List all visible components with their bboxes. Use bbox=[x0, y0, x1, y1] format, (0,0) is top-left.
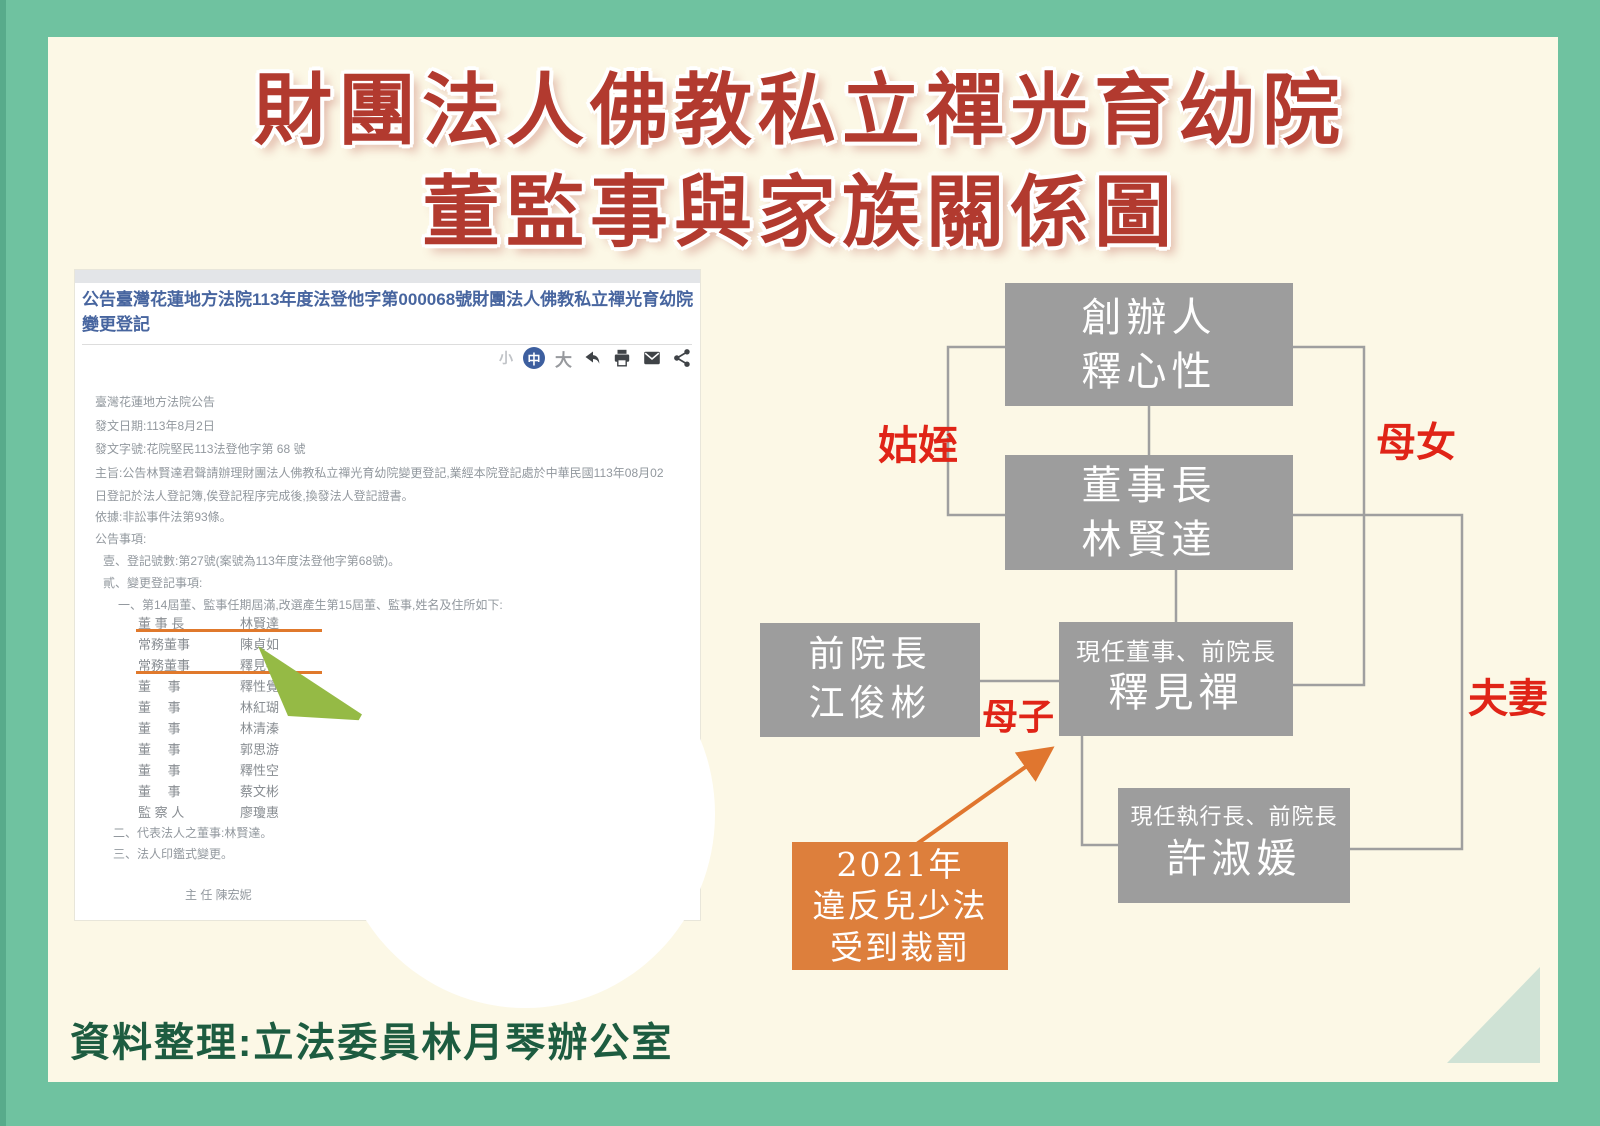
doc-seal-line: 三、法人印鑑式變更。 bbox=[113, 847, 234, 861]
doc-item2: 貳、變更登記事項: bbox=[103, 576, 203, 590]
font-size-large-button[interactable]: 大 bbox=[555, 350, 572, 370]
doc-number-line: 發文字號:花院堅民113法登他字第 68 號 bbox=[95, 442, 306, 456]
page-title-line2: 董監事與家族關係圖 bbox=[421, 168, 1178, 256]
board-row: 董 事 釋性空 bbox=[138, 760, 279, 778]
share-icon[interactable] bbox=[672, 348, 692, 368]
node-founder[interactable]: 創辦人 釋心性 bbox=[1005, 283, 1293, 406]
board-row: 董 事 林紅瑚 bbox=[138, 697, 279, 715]
board-row: 常務董事釋見禪 bbox=[138, 655, 279, 673]
board-role: 董 事 bbox=[138, 742, 181, 757]
doc-toolbar: 小 中 大 bbox=[492, 344, 692, 372]
node-founder-title: 創辦人 bbox=[1081, 294, 1217, 341]
board-role: 董 事 bbox=[138, 784, 181, 799]
board-name: 林清溱 bbox=[240, 721, 280, 736]
page-title-line1: 財團法人佛教私立禪光育幼院 bbox=[253, 66, 1346, 154]
relation-husband-wife-label: 夫妻 bbox=[1468, 675, 1548, 722]
font-size-medium-button[interactable]: 中 bbox=[523, 347, 545, 369]
doc-court-line: 臺灣花蓮地方法院公告 bbox=[95, 395, 216, 409]
board-name: 釋性覺 bbox=[240, 679, 280, 694]
board-row: 常務董事 陳貞如 bbox=[138, 634, 279, 652]
node-current-board-member-name: 釋見禪 bbox=[1108, 670, 1244, 717]
node-former-director-name: 江俊彬 bbox=[808, 683, 932, 724]
board-name: 釋性空 bbox=[240, 763, 280, 778]
board-row: 監 察 人 廖瓊惠 bbox=[138, 802, 279, 820]
board-row: 董 事 釋性覺 bbox=[138, 676, 279, 694]
magnifier-circle: 期屆滿: 第14屆董、監事任 董 事 長 林賢達 常務董事 陳貞如 常務董事 釋… bbox=[335, 620, 715, 1008]
browser-strip bbox=[75, 270, 700, 283]
back-icon[interactable] bbox=[582, 348, 602, 368]
board-role: 董 事 bbox=[138, 679, 181, 694]
doc-signoff: 主 任 陳宏妮 bbox=[185, 888, 252, 902]
sanction-line1: 2021年 bbox=[836, 845, 964, 885]
doc-basis-line: 依據:非訟事件法第93條。 bbox=[95, 510, 232, 524]
announcement-headline[interactable]: 公告臺灣花蓮地方法院113年度法登他字第000068號財團法人佛教私立禪光育幼院… bbox=[82, 290, 694, 334]
node-current-ceo-title: 現任執行長、前院長 bbox=[1130, 805, 1338, 831]
node-chairman-title: 董事長 bbox=[1081, 462, 1217, 509]
highlight-underline bbox=[136, 671, 322, 674]
board-role: 董 事 bbox=[138, 721, 181, 736]
node-sanction[interactable]: 2021年 違反兒少法 受到裁罰 bbox=[792, 842, 1008, 970]
doc-item1: 壹、登記號數:第27號(案號為113年度法登他字第68號)。 bbox=[103, 554, 401, 568]
font-size-small-button[interactable]: 小 bbox=[499, 350, 513, 366]
left-edge-strip bbox=[0, 0, 6, 1126]
board-name: 廖瓊惠 bbox=[240, 805, 280, 820]
relation-mother-daughter-label: 母女 bbox=[1376, 419, 1456, 466]
board-role: 董 事 bbox=[138, 763, 181, 778]
board-role: 監 察 人 bbox=[138, 805, 185, 820]
mail-icon[interactable] bbox=[642, 348, 662, 368]
board-name: 林紅瑚 bbox=[240, 700, 280, 715]
print-icon[interactable] bbox=[612, 348, 632, 368]
doc-subject-line: 主旨:公告林賢達君聲請辦理財團法人佛教私立禪光育幼院變更登記,業經本院登記處於中… bbox=[95, 466, 664, 503]
divider bbox=[82, 344, 692, 345]
doc-representative-line: 二、代表法人之董事:林賢達。 bbox=[113, 826, 273, 840]
board-role: 董 事 bbox=[138, 700, 181, 715]
node-current-ceo-name: 許淑媛 bbox=[1166, 835, 1302, 882]
node-chairman-name: 林賢達 bbox=[1081, 516, 1217, 563]
board-name: 郭思游 bbox=[240, 742, 280, 757]
doc-items-header: 公告事項: bbox=[95, 532, 147, 546]
relation-mother-son-label: 母子 bbox=[982, 696, 1055, 738]
board-name: 蔡文彬 bbox=[240, 784, 280, 799]
board-row: 董 事 郭思游 bbox=[138, 739, 279, 757]
board-role: 董 事 長 bbox=[138, 616, 185, 631]
node-current-board-member[interactable]: 現任董事、前院長 釋見禪 bbox=[1059, 622, 1293, 736]
node-current-ceo[interactable]: 現任執行長、前院長 許淑媛 bbox=[1118, 788, 1350, 903]
board-row: 董 事 長 林賢達 bbox=[138, 613, 279, 631]
attribution-text: 資料整理:立法委員林月琴辦公室 bbox=[70, 1021, 674, 1065]
board-row: 董 事 林清溱 bbox=[138, 718, 279, 736]
board-row: 董 事 蔡文彬 bbox=[138, 781, 279, 799]
node-founder-name: 釋心性 bbox=[1081, 348, 1217, 395]
node-chairman[interactable]: 董事長 林賢達 bbox=[1005, 455, 1293, 570]
doc-item2-1: 一、第14屆董、監事任期屆滿,改選產生第15屆董、監事,姓名及住所如下: bbox=[118, 598, 503, 612]
node-former-director-title: 前院長 bbox=[808, 634, 932, 676]
board-role: 常務董事 bbox=[138, 658, 191, 673]
magnifier-ring bbox=[335, 620, 715, 1008]
board-name: 陳貞如 bbox=[240, 637, 280, 652]
node-former-director[interactable]: 前院長 江俊彬 bbox=[760, 623, 980, 737]
doc-date-line: 發文日期:113年8月2日 bbox=[95, 419, 215, 433]
board-name: 林賢達 bbox=[240, 616, 280, 631]
sanction-line3: 受到裁罰 bbox=[830, 927, 970, 967]
sanction-line2: 違反兒少法 bbox=[812, 886, 988, 926]
relation-aunt-niece-label: 姑姪 bbox=[878, 422, 958, 469]
node-current-board-member-title: 現任董事、前院長 bbox=[1076, 637, 1276, 666]
highlight-underline bbox=[136, 629, 322, 632]
board-role: 常務董事 bbox=[138, 637, 191, 652]
